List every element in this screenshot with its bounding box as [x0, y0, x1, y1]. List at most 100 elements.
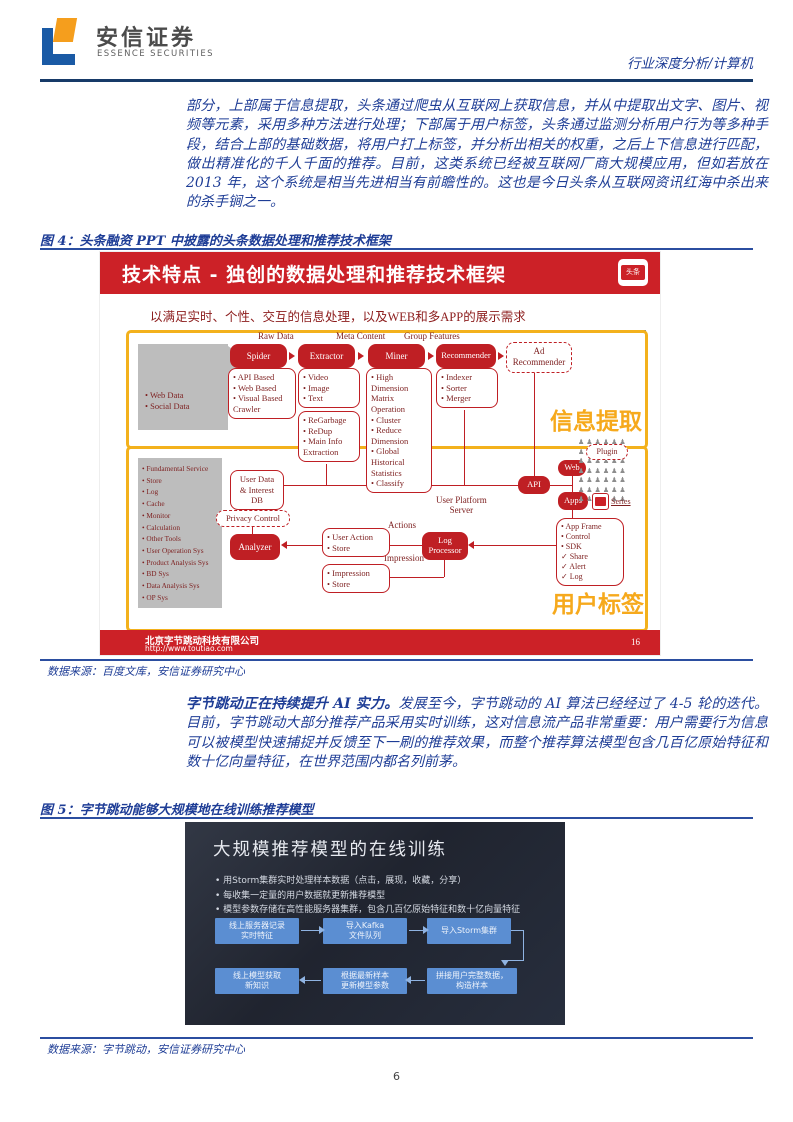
extractor-list-box-2: • ReGarbage • ReDup • Main Info Extracti…	[298, 411, 360, 462]
connector-arrow	[281, 541, 287, 549]
miner-box: Miner	[368, 344, 425, 368]
impression-label: Impression	[384, 553, 424, 563]
figure4-source-rule	[40, 659, 753, 661]
sdk-list-box: • App Frame • Control • SDK ✓ Share ✓ Al…	[556, 518, 624, 586]
api-box: API	[518, 476, 550, 494]
connector-line	[305, 980, 321, 981]
log-processor-box: Log Processor	[422, 532, 468, 560]
toutiao-logo-icon: 头条	[618, 259, 648, 286]
connector-arrow	[423, 926, 429, 934]
flow-box-2: 导入Kafka 文件队列	[323, 918, 407, 944]
flow-label-meta-content: Meta Content	[336, 331, 386, 341]
analyzer-box: Analyzer	[230, 534, 280, 560]
slide2-bullets: • 用Storm集群实时处理样本数据（点击，展现，收藏，分享） • 每收集一定量…	[215, 876, 521, 915]
connector-arrow	[319, 926, 325, 934]
flow-label-group-features: Group Features	[404, 331, 460, 341]
connector-arrow	[428, 352, 434, 360]
figure4-caption-rule	[40, 248, 753, 250]
connector-line	[411, 980, 425, 981]
spider-list-box: • API Based • Web Based • Visual Based C…	[228, 368, 296, 419]
connector-line	[550, 485, 572, 486]
connector-line	[505, 960, 524, 961]
brand-logo-icon	[42, 18, 88, 66]
figure4-caption: 图 4：头条融资 PPT 中披露的头条数据处理和推荐技术框架	[40, 234, 391, 249]
slide1-title: 技术特点 - 独创的数据处理和推荐技术框架	[122, 264, 507, 286]
figure4-slide-image: 技术特点 - 独创的数据处理和推荐技术框架 头条 以满足实时、个性、交互的信息处…	[100, 252, 660, 655]
connector-arrow	[358, 352, 364, 360]
impression-store-box: • Impression • Store	[322, 564, 390, 594]
toutiao-mini-logo-icon	[592, 493, 609, 510]
slide1-footer: 北京字节跳动科技有限公司 http://www.toutiao.com 16	[100, 630, 660, 655]
paragraph-2-rest: 发展至今，字节跳动的 AI 算法已经经过了 4-5 轮的迭代。目前，字节跳动大部…	[186, 696, 768, 770]
connector-line	[301, 930, 319, 931]
extractor-box: Extractor	[298, 344, 355, 368]
privacy-control-box: Privacy Control	[216, 510, 290, 527]
connector-arrow	[405, 976, 411, 984]
user-platform-server-label: User Platform Server	[436, 495, 487, 515]
section-label-info-extraction: 信息提取	[550, 409, 642, 435]
connector-arrow	[498, 352, 504, 360]
connector-arrow	[289, 352, 295, 360]
slide1-page-number: 16	[631, 637, 640, 647]
figure5-caption: 图 5：字节跳动能够大规模地在线训练推荐模型	[40, 803, 314, 818]
connector-line	[464, 410, 465, 485]
slide2-title: 大规模推荐模型的在线训练	[213, 840, 447, 860]
figure5-caption-rule	[40, 817, 753, 819]
flow-label-raw-data: Raw Data	[258, 331, 294, 341]
connector-arrow	[501, 960, 509, 966]
connector-line	[284, 545, 322, 546]
series-label: Series	[611, 497, 631, 506]
connector-line	[511, 930, 523, 931]
slide1-banner: 技术特点 - 独创的数据处理和推荐技术框架 头条	[100, 252, 660, 294]
flow-box-3: 导入Storm集群	[427, 918, 511, 944]
section-label-user-tag: 用户标签	[552, 592, 644, 618]
connector-line	[523, 930, 524, 960]
user-action-store-box: • User Action • Store	[322, 528, 390, 558]
web-data-panel: • Web Data • Social Data	[138, 344, 228, 430]
figure5-slide-image: 大规模推荐模型的在线训练 • 用Storm集群实时处理样本数据（点击，展现，收藏…	[185, 822, 565, 1025]
actions-label: Actions	[388, 520, 416, 530]
connector-line	[470, 545, 556, 546]
ad-recommender-box: Ad Recommender	[506, 342, 572, 373]
extractor-list-box-1: • Video • Image • Text	[298, 368, 360, 408]
logo-orange-shape	[52, 18, 78, 42]
web-data-list: • Web Data • Social Data	[145, 390, 190, 412]
paragraph-2-lead: 字节跳动正在持续提升 AI 实力。	[186, 696, 399, 712]
connector-line	[572, 510, 573, 518]
brand-subtitle: ESSENCE SECURITIES	[97, 49, 214, 59]
report-category: 行业深度分析/计算机	[626, 56, 753, 72]
user-data-db-box: User Data & Interest DB	[230, 470, 284, 510]
connector-arrow	[299, 976, 305, 984]
connector-line	[572, 468, 573, 502]
connector-line	[382, 545, 422, 546]
paragraph-1: 部分，上部属于信息提取，头条通过爬虫从互联网上获取信息，并从中提取出文字、图片、…	[186, 98, 768, 211]
flow-box-4: 线上模型获取 新知识	[215, 968, 299, 994]
paragraph-2: 字节跳动正在持续提升 AI 实力。发展至今，字节跳动的 AI 算法已经经过了 4…	[186, 695, 768, 772]
infra-panel: • Fundamental Service • Store • Log • Ca…	[138, 458, 222, 608]
slide1-url: http://www.toutiao.com	[145, 644, 233, 653]
connector-line	[382, 577, 444, 578]
plugin-box: Plugin	[586, 444, 628, 460]
logo-blue-shape	[42, 28, 75, 65]
connector-arrow	[468, 541, 474, 549]
connector-line	[534, 372, 535, 476]
connector-line	[326, 464, 327, 485]
recommender-box: Recommender	[436, 344, 496, 368]
page-number: 6	[393, 1070, 400, 1083]
slide1-company: 北京字节跳动科技有限公司	[145, 636, 260, 647]
infra-list: • Fundamental Service • Store • Log • Ca…	[142, 464, 209, 602]
figure5-source: 数据来源：字节跳动，安信证券研究中心	[47, 1043, 245, 1056]
recommender-list-box: • Indexer • Sorter • Merger	[436, 368, 498, 408]
flow-box-6: 拼接用户完整数据， 构造样本	[427, 968, 517, 994]
figure4-source: 数据来源：百度文库，安信证券研究中心	[47, 665, 245, 678]
flow-box-1: 线上服务器记录 实时特征	[215, 918, 299, 944]
figure5-source-rule	[40, 1037, 753, 1039]
slide1-subtitle: 以满足实时、个性、交互的信息处理，以及WEB和多APP的展示需求	[150, 306, 646, 331]
flow-box-5: 根据最新样本 更新模型参数	[323, 968, 407, 994]
connector-line	[444, 560, 445, 577]
miner-list-box: • High Dimension Matrix Operation • Clus…	[366, 368, 432, 493]
spider-box: Spider	[230, 344, 287, 368]
header-rule	[40, 79, 753, 82]
brand-name: 安信证券	[96, 26, 197, 51]
